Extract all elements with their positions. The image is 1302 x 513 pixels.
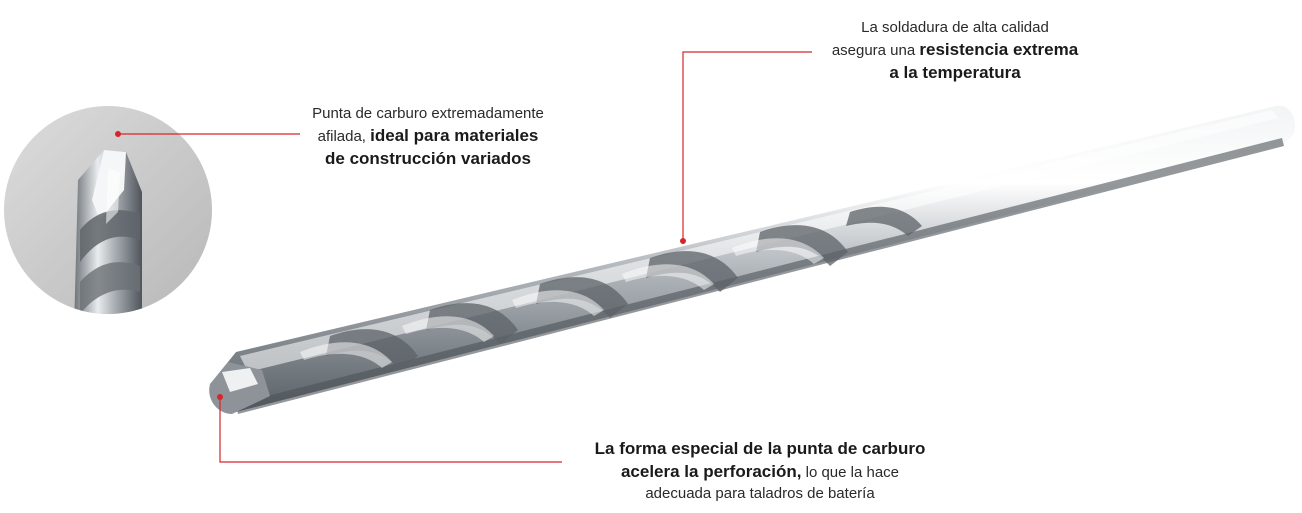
weld-text-2: asegura una: [831, 41, 920, 59]
shape-text-2: lo que la hace: [801, 463, 900, 481]
tip-callout: Punta de carburo extremadamente afilada,…: [258, 104, 598, 170]
tip-callout-line1: Punta de carburo extremadamente: [258, 104, 598, 125]
shape-callout-line: [219, 397, 562, 463]
weld-callout-line2: asegura una resistencia extrema: [770, 39, 1140, 62]
weld-callout-line: [682, 51, 812, 241]
drill-bit-icon: [209, 105, 1296, 414]
tip-text-2-bold: ideal para materiales: [370, 125, 539, 145]
callout-lines: [115, 51, 812, 463]
shape-text-3: adecuada para taladros de batería: [645, 484, 875, 502]
weld-text-3-bold: a la temperatura: [889, 62, 1021, 82]
weld-callout-line1: La soldadura de alta calidad: [770, 18, 1140, 39]
tip-text-2: afilada,: [317, 127, 371, 145]
tip-callout-line2: afilada, ideal para materiales: [258, 125, 598, 148]
red-dot-icon: [115, 131, 121, 137]
tip-text-1: Punta de carburo extremadamente: [312, 105, 544, 122]
tip-text-3-bold: de construcción variados: [325, 148, 531, 168]
drill-tip-closeup-icon: [74, 150, 142, 314]
shape-text-2-bold: acelera la perforación,: [620, 461, 802, 481]
shape-text-1-bold: La forma especial de la punta de carburo: [594, 439, 926, 458]
weld-text-2-bold: resistencia extrema: [919, 39, 1079, 59]
tip-closeup-inset: [4, 106, 212, 314]
weld-callout-line3: a la temperatura: [770, 62, 1140, 85]
shape-callout-line3: adecuada para taladros de batería: [540, 484, 980, 505]
weld-callout: La soldadura de alta calidad asegura una…: [770, 18, 1140, 84]
weld-text-1: La soldadura de alta calidad: [861, 19, 1049, 36]
red-dot-icon: [680, 238, 686, 244]
tip-callout-line3: de construcción variados: [258, 148, 598, 171]
shape-callout-line2: acelera la perforación, lo que la hace: [540, 461, 980, 484]
shape-callout-line1: La forma especial de la punta de carburo: [540, 438, 980, 461]
shape-callout: La forma especial de la punta de carburo…: [540, 438, 980, 504]
red-dot-icon: [217, 394, 223, 400]
